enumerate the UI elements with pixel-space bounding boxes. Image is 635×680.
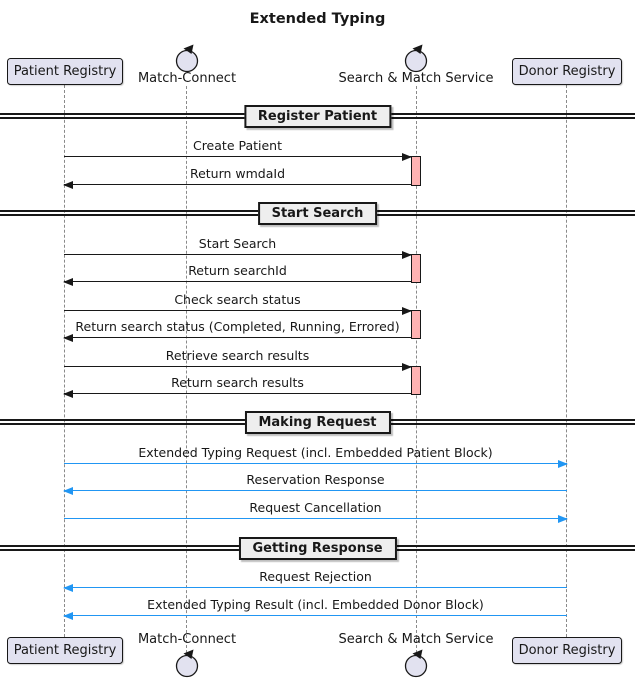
message-label: Start Search [198, 236, 277, 251]
message-label: Create Patient [192, 138, 283, 153]
message-return-search-results: Return search results [63, 375, 411, 398]
arrowhead-icon [63, 180, 73, 189]
arrowhead-icon [402, 306, 412, 315]
participant-label: Patient Registry [13, 643, 117, 658]
divider-register-patient: Register Patient [0, 105, 635, 129]
control-icon-top-search-match [401, 42, 431, 78]
message-start-search: Start Search [64, 236, 412, 259]
activation-bar [411, 254, 421, 283]
message-create-patient: Create Patient [64, 138, 412, 161]
arrowhead-icon [63, 333, 73, 342]
activation-bar [411, 156, 421, 186]
message-label: Request Cancellation [249, 500, 382, 515]
participant-match-connect-top: Match-Connect [137, 71, 237, 86]
divider-getting-response: Getting Response [0, 537, 635, 561]
message-return-search-status: Return search status (Completed, Running… [63, 319, 411, 342]
arrowhead-icon [63, 611, 73, 620]
message-line [64, 586, 567, 588]
participant-patient-registry-bottom: Patient Registry [7, 637, 123, 664]
message-check-search-status: Check search status [64, 292, 412, 315]
message-label: Request Rejection [259, 569, 372, 584]
participant-patient-registry-top: Patient Registry [7, 58, 123, 85]
message-line [64, 614, 567, 616]
participant-match-connect-bottom: Match-Connect [137, 632, 237, 647]
arrowhead-icon [402, 152, 412, 161]
message-line [64, 309, 411, 311]
message-return-searchid: Return searchId [63, 263, 411, 286]
message-retrieve-search-results: Retrieve search results [64, 348, 412, 371]
message-label: Retrieve search results [165, 348, 310, 363]
control-icon [175, 649, 199, 678]
control-icon [404, 649, 428, 678]
participant-search-match-service-bottom: Search & Match Service [338, 632, 494, 647]
message-line [64, 183, 411, 185]
message-label: Return search status (Completed, Running… [75, 319, 400, 334]
arrowhead-icon [558, 459, 568, 468]
arrowhead-icon [63, 486, 73, 495]
message-request-rejection: Request Rejection [63, 569, 567, 592]
arrowhead-icon [63, 389, 73, 398]
message-return-wmdaid: Return wmdaId [63, 166, 411, 189]
message-label: Reservation Response [246, 472, 385, 487]
message-label: Return search results [171, 375, 304, 390]
lifeline-match-connect [186, 86, 187, 653]
control-icon [175, 44, 199, 73]
message-label: Check search status [174, 292, 301, 307]
message-line [64, 392, 411, 394]
divider-label: Getting Response [238, 537, 397, 560]
divider-label: Register Patient [243, 105, 392, 128]
message-line [64, 462, 567, 464]
activation-bar [411, 310, 421, 339]
control-icon [404, 44, 428, 73]
message-line [64, 489, 567, 491]
arrowhead-icon [63, 583, 73, 592]
participant-label: Donor Registry [518, 643, 616, 658]
divider-label: Start Search [257, 202, 378, 225]
lifeline-donor-registry [566, 85, 567, 637]
message-line [64, 280, 411, 282]
message-extended-typing-result: Extended Typing Result (incl. Embedded D… [63, 597, 567, 620]
message-line [64, 517, 567, 519]
lifeline-patient-registry [64, 85, 65, 637]
arrowhead-icon [402, 362, 412, 371]
participant-label: Patient Registry [13, 64, 117, 79]
message-label: Return wmdaId [189, 166, 286, 181]
message-line [64, 365, 411, 367]
divider-making-request: Making Request [0, 411, 635, 435]
message-line [64, 336, 411, 338]
arrowhead-icon [558, 514, 568, 523]
message-label: Return searchId [188, 263, 287, 278]
message-line [64, 253, 411, 255]
participant-search-match-service-top: Search & Match Service [338, 71, 494, 86]
diagram-title: Extended Typing [249, 11, 386, 27]
control-icon-bottom-search-match [401, 647, 431, 680]
activation-bar [411, 366, 421, 395]
message-extended-typing-request: Extended Typing Request (incl. Embedded … [64, 445, 568, 468]
message-line [64, 155, 411, 157]
message-reservation-response: Reservation Response [63, 472, 567, 495]
participant-donor-registry-bottom: Donor Registry [512, 637, 622, 664]
message-label: Extended Typing Request (incl. Embedded … [138, 445, 493, 460]
arrowhead-icon [402, 250, 412, 259]
divider-label: Making Request [244, 411, 391, 434]
participant-donor-registry-top: Donor Registry [512, 58, 622, 85]
arrowhead-icon [63, 277, 73, 286]
control-icon-top-match-connect [172, 42, 202, 78]
control-icon-bottom-match-connect [172, 647, 202, 680]
divider-start-search: Start Search [0, 202, 635, 226]
message-request-cancellation: Request Cancellation [64, 500, 568, 523]
message-label: Extended Typing Result (incl. Embedded D… [147, 597, 484, 612]
participant-label: Donor Registry [518, 64, 616, 79]
